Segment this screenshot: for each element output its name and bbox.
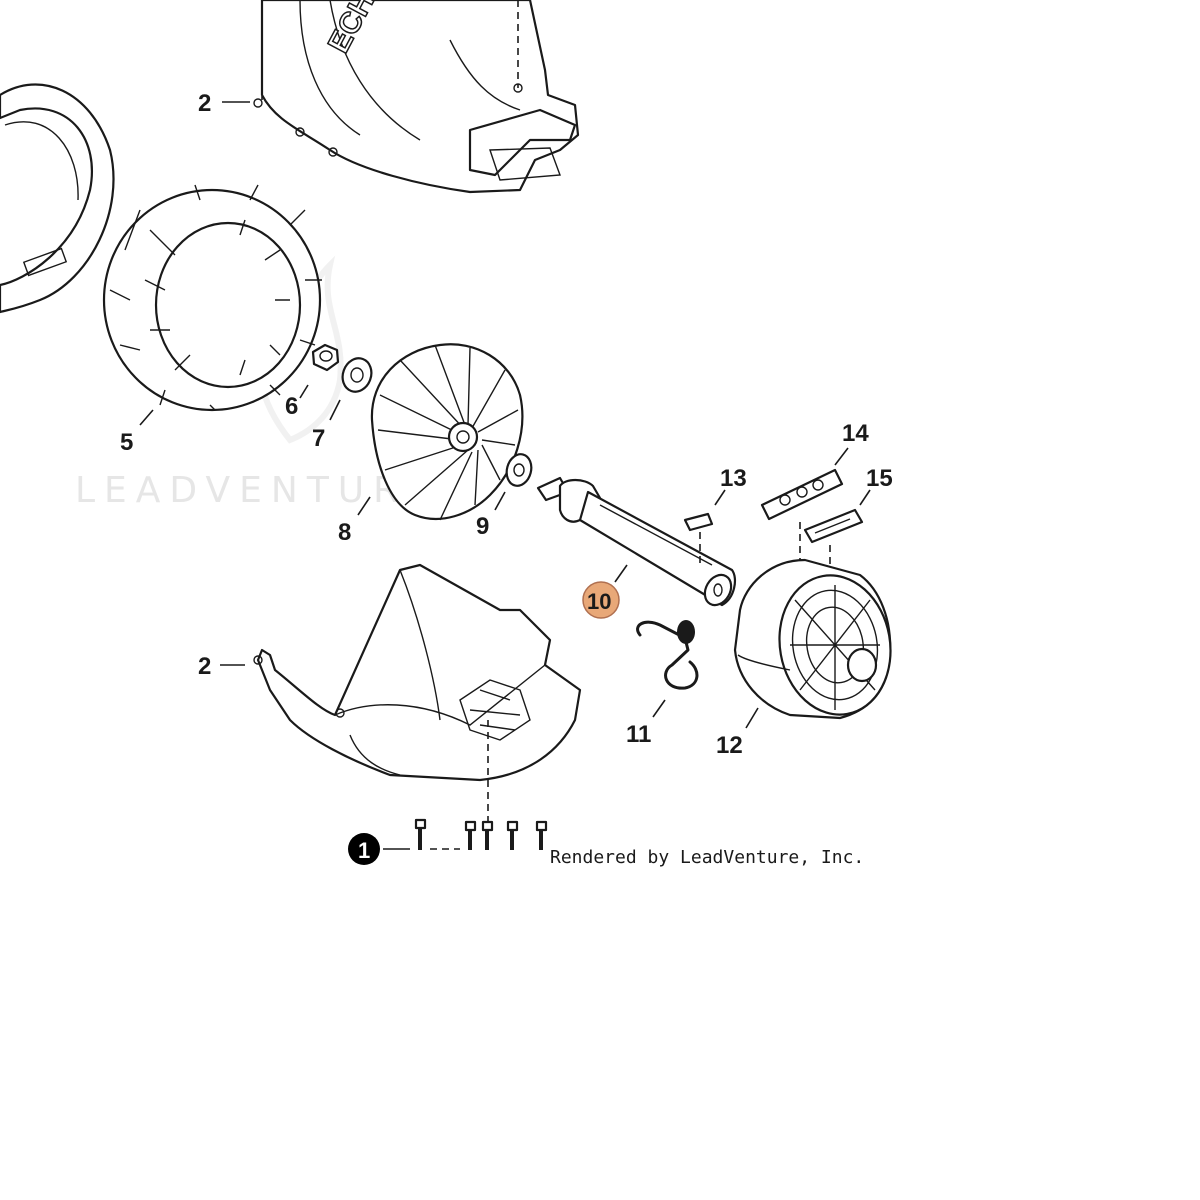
intake-cover-part-12[interactable] (733, 558, 901, 723)
upper-housing-part-2[interactable]: ECHO (253, 0, 580, 194)
callout-10-highlight (582, 581, 620, 619)
leader-11 (652, 699, 666, 718)
intake-ring (0, 83, 115, 314)
warning-label-part-14[interactable] (760, 468, 844, 521)
screw (506, 820, 519, 850)
nut-part-6[interactable] (311, 343, 340, 372)
callout-1[interactable]: 1 (358, 838, 370, 863)
watermark-text: LEADVENTURE (75, 470, 439, 511)
callout-14[interactable]: 14 (842, 420, 869, 447)
callout-1-badge (348, 833, 380, 865)
leader-9 (494, 491, 506, 511)
callout-7[interactable]: 7 (312, 425, 325, 452)
callout-13[interactable]: 13 (720, 465, 747, 492)
screw (481, 820, 494, 850)
render-credit: Rendered by LeadVenture, Inc. (550, 847, 864, 868)
leader-6 (299, 384, 309, 399)
screw-set-part-1[interactable] (414, 818, 548, 850)
screw (535, 820, 548, 850)
leader-8 (357, 496, 371, 516)
callout-9[interactable]: 9 (476, 513, 489, 540)
callout-5[interactable]: 5 (120, 429, 133, 456)
leader-13 (714, 489, 726, 506)
leader-10 (614, 564, 628, 583)
leader-7 (329, 399, 341, 421)
callout-2-lower[interactable]: 2 (198, 653, 211, 680)
label-part-15[interactable] (803, 508, 864, 544)
callout-11[interactable]: 11 (626, 721, 651, 748)
callout-6[interactable]: 6 (285, 393, 298, 420)
impeller-fan-part-8[interactable] (370, 343, 524, 521)
lower-housing-part-2[interactable] (253, 563, 582, 782)
callout-12[interactable]: 12 (716, 732, 743, 759)
callout-2-upper[interactable]: 2 (198, 90, 211, 117)
washer-part-9[interactable] (503, 451, 534, 488)
shaft-part-10[interactable] (536, 476, 737, 610)
screw (414, 818, 427, 850)
leader-15 (859, 489, 871, 506)
fan-cage-part-5[interactable] (102, 184, 322, 412)
leader-12 (745, 707, 759, 729)
screw (464, 820, 477, 850)
callout-8[interactable]: 8 (338, 519, 351, 546)
callout-15[interactable]: 15 (866, 465, 893, 492)
key-part-13[interactable] (683, 512, 714, 532)
leader-14 (834, 447, 849, 466)
leader-5 (139, 409, 154, 426)
spring-part-11[interactable] (636, 620, 699, 690)
callout-10[interactable]: 10 (587, 589, 611, 614)
washer-part-7[interactable] (338, 354, 376, 396)
